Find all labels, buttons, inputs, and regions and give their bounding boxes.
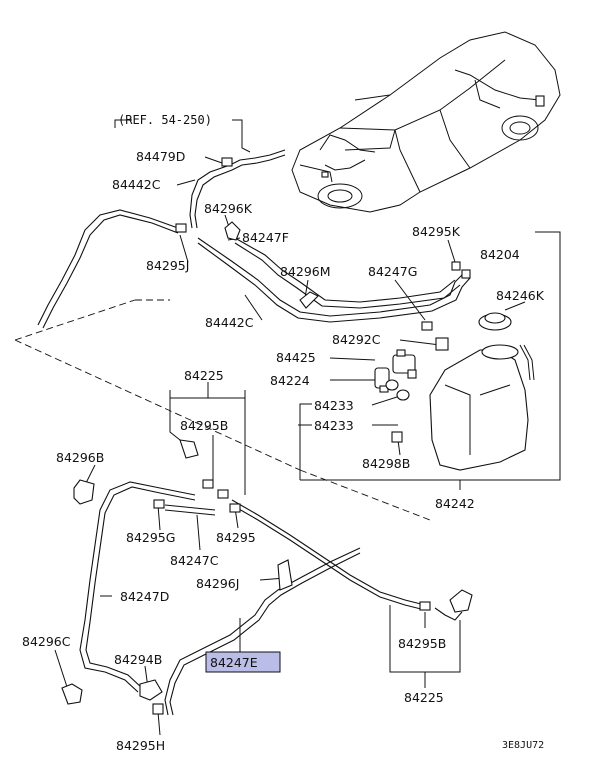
label-84295g[interactable]: 84295G xyxy=(126,530,175,545)
label-84247c[interactable]: 84247C xyxy=(170,553,219,568)
label-84425[interactable]: 84425 xyxy=(276,350,316,365)
grommet-84233-b xyxy=(396,389,410,401)
connector-84295j xyxy=(175,223,187,233)
clip-84296j xyxy=(277,559,293,591)
label-84442c-top[interactable]: 84442C xyxy=(112,177,161,192)
label-84292c[interactable]: 84292C xyxy=(332,332,381,347)
labels: (REF. 54-250) 84479D 84442C 84296K 84247… xyxy=(22,113,545,753)
label-84295j[interactable]: 84295J xyxy=(146,258,189,273)
label-84242[interactable]: 84242 xyxy=(435,496,475,511)
nozzle-84295b-top xyxy=(179,439,199,459)
label-84296b[interactable]: 84296B xyxy=(56,450,104,465)
label-84247d[interactable]: 84247D xyxy=(120,589,169,604)
label-84233-b[interactable]: 84233 xyxy=(314,418,354,433)
label-84294b[interactable]: 84294B xyxy=(114,652,162,667)
label-84295b-bottom[interactable]: 84295B xyxy=(398,636,446,651)
label-84224[interactable]: 84224 xyxy=(270,373,310,388)
clip-84296c xyxy=(61,683,83,705)
grommet-84233-a xyxy=(385,379,399,391)
clip-84296k xyxy=(224,221,241,241)
connector-84295g xyxy=(153,499,165,509)
label-84295b-top[interactable]: 84295B xyxy=(180,418,228,433)
pump-84425 xyxy=(392,349,417,379)
label-84225-top[interactable]: 84225 xyxy=(184,368,224,383)
joint-84479d xyxy=(221,157,233,167)
grommet-84292c xyxy=(435,337,449,351)
label-84225-bottom[interactable]: 84225 xyxy=(404,690,444,705)
joint-84294b xyxy=(139,679,163,701)
clip-84296m xyxy=(299,291,319,309)
label-84247g[interactable]: 84247G xyxy=(368,264,417,279)
clip-84296b xyxy=(73,479,95,505)
nozzle-84295b-bottom xyxy=(449,589,473,613)
reference-label: (REF. 54-250) xyxy=(118,113,212,127)
label-84204[interactable]: 84204 xyxy=(480,247,520,262)
label-84296j[interactable]: 84296J xyxy=(196,576,239,591)
label-84295k[interactable]: 84295K xyxy=(412,224,461,239)
label-84479d[interactable]: 84479D xyxy=(136,149,185,164)
connector-84295h xyxy=(152,703,164,715)
label-84246k[interactable]: 84246K xyxy=(496,288,545,303)
leader-lines xyxy=(54,119,561,736)
dashed-guides xyxy=(14,299,431,521)
bolt-84298b xyxy=(391,431,403,443)
diagram-code: 3E8JU72 xyxy=(502,740,544,751)
label-84295[interactable]: 84295 xyxy=(216,530,256,545)
washer-tank-84242 xyxy=(429,344,535,471)
label-84247f[interactable]: 84247F xyxy=(242,230,289,245)
hoses xyxy=(37,149,471,716)
label-84247e[interactable]: 84247E xyxy=(210,655,258,670)
label-84233-a[interactable]: 84233 xyxy=(314,398,354,413)
connector-84295 xyxy=(229,503,241,513)
highlight-box xyxy=(205,651,281,673)
car-illustration xyxy=(291,31,561,213)
label-84296k[interactable]: 84296K xyxy=(204,201,253,216)
label-84296c[interactable]: 84296C xyxy=(22,634,71,649)
label-84295h[interactable]: 84295H xyxy=(116,738,165,753)
label-84296m[interactable]: 84296M xyxy=(280,264,331,279)
label-84442c-mid[interactable]: 84442C xyxy=(205,315,254,330)
label-84298b[interactable]: 84298B xyxy=(362,456,410,471)
components xyxy=(61,157,535,715)
